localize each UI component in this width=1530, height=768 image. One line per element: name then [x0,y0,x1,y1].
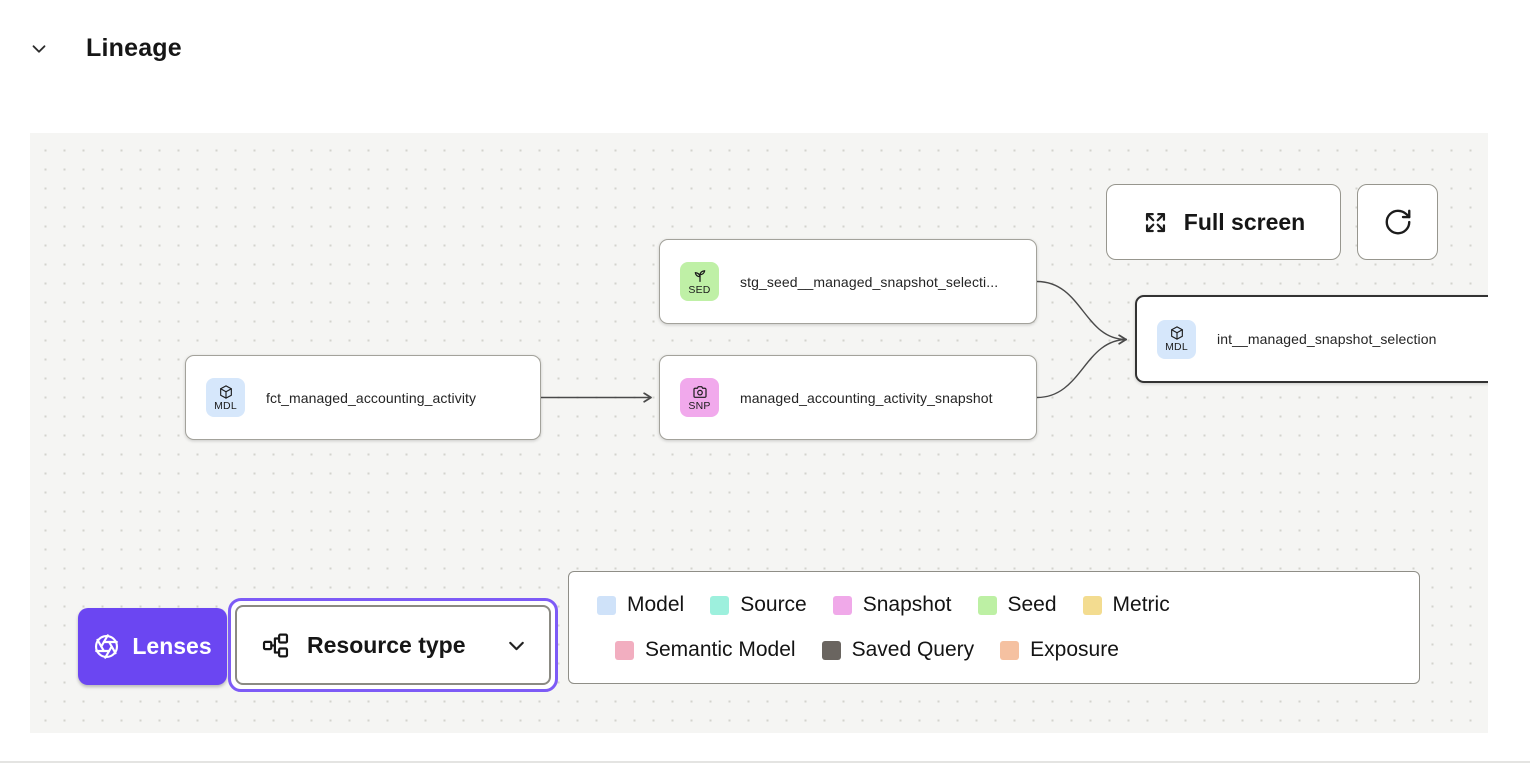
lenses-button[interactable]: Lenses [78,608,227,685]
metric-swatch [1082,595,1102,615]
resource-type-dropdown-inner: Resource type [235,605,551,685]
snapshot-swatch [832,595,852,615]
collapse-chevron-icon[interactable] [28,38,50,60]
lineage-header: Lineage [0,0,1530,63]
full-screen-label: Full screen [1183,208,1306,235]
model-swatch [597,595,616,615]
cube-icon [1170,326,1183,340]
legend-panel: Model Source Snapshot Seed Metric S [568,571,1420,684]
full-screen-button[interactable]: Full screen [1106,184,1341,260]
resource-type-icon [262,633,289,657]
snapshot-badge: SNP [680,378,719,417]
legend-item-saved-query: Saved Query [821,638,974,662]
legend-item-exposure: Exposure [1000,638,1119,662]
legend-row-1: Model Source Snapshot Seed Metric [597,593,1391,617]
legend-item-seed: Seed [977,593,1057,617]
model-badge: MDL [206,378,245,417]
node-fct-managed-accounting-activity[interactable]: MDL fct_managed_accounting_activity [185,355,541,440]
model-badge: MDL [1157,319,1196,359]
badge-code: MDL [214,399,237,412]
node-label: managed_accounting_activity_snapshot [740,389,993,406]
refresh-button[interactable] [1357,184,1438,260]
lineage-canvas[interactable]: Full screen SED stg_seed__managed_snapsh… [30,133,1488,733]
bottom-divider [0,761,1530,763]
seed-badge: SED [680,262,719,301]
resource-type-label: Resource type [307,631,466,658]
legend-item-semantic-model: Semantic Model [615,638,796,662]
seed-swatch [977,595,997,615]
saved-query-swatch [821,640,841,660]
semantic-model-swatch [615,640,634,660]
exposure-swatch [1000,640,1020,660]
node-stg-seed-managed-snapshot-selection[interactable]: SED stg_seed__managed_snapshot_selecti..… [659,239,1037,324]
legend-item-source: Source [710,593,807,617]
node-managed-accounting-activity-snapshot[interactable]: SNP managed_accounting_activity_snapshot [659,355,1037,440]
camera-icon [692,385,707,398]
source-swatch [710,595,730,615]
aperture-icon [95,634,119,659]
node-int-managed-snapshot-selection[interactable]: MDL int__managed_snapshot_selection [1135,295,1488,383]
legend-item-model: Model [597,593,684,617]
refresh-icon [1385,209,1410,235]
chevron-down-icon [509,641,524,650]
badge-code: SNP [688,399,711,412]
edge-snapshot-to-int [1036,338,1128,399]
legend-item-metric: Metric [1082,593,1170,617]
seed-icon [694,269,705,282]
badge-code: SED [688,283,711,296]
legend-row-2: Semantic Model Saved Query Exposure [597,638,1391,662]
node-label: int__managed_snapshot_selection [1217,331,1437,347]
badge-code: MDL [1165,341,1188,354]
cube-icon [219,385,232,399]
node-label: fct_managed_accounting_activity [266,389,477,406]
legend-item-snapshot: Snapshot [832,593,952,617]
page-title: Lineage [86,34,182,62]
resource-type-dropdown[interactable]: Resource type [228,598,558,692]
expand-icon [1145,212,1165,232]
edge-seed-to-int [1036,280,1127,345]
node-label: stg_seed__managed_snapshot_selecti... [740,273,999,290]
lenses-label: Lenses [132,633,212,659]
